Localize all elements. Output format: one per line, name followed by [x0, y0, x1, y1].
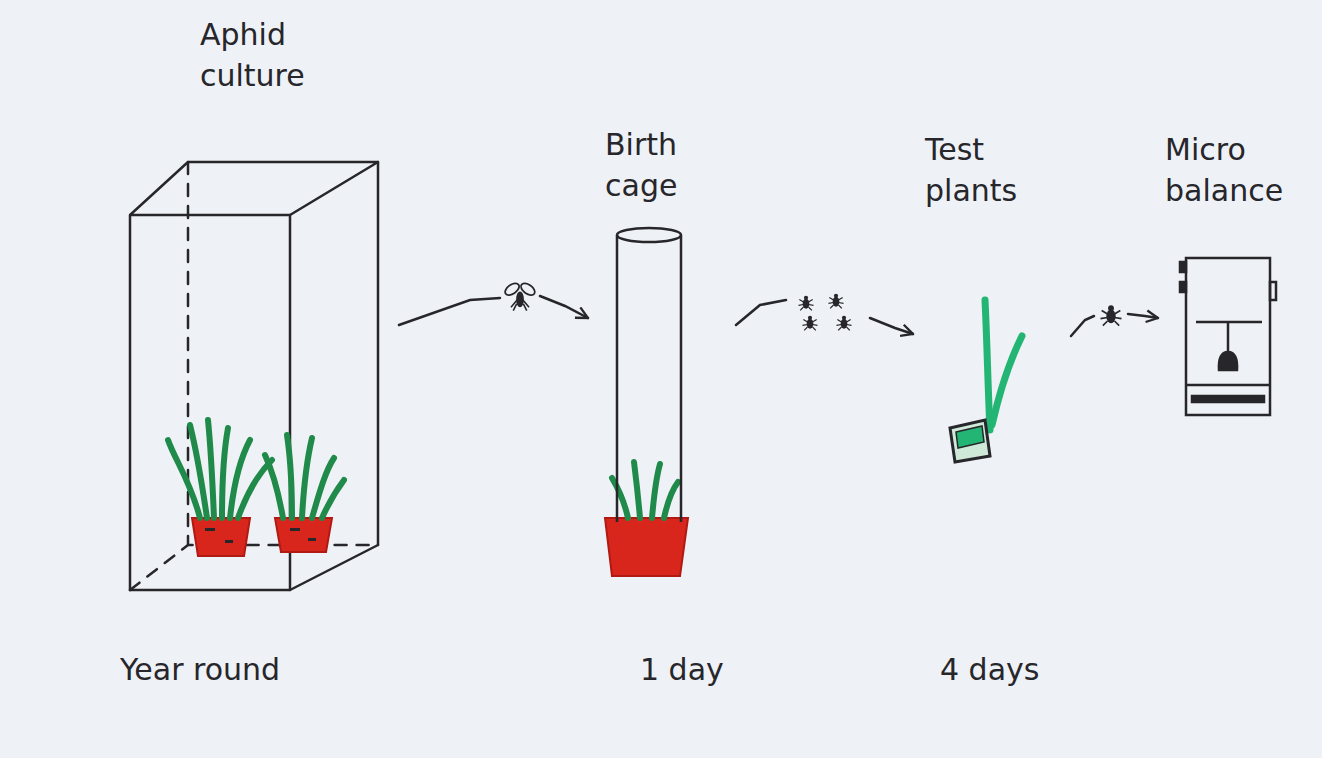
cage-top	[130, 162, 378, 590]
cage-edge	[377, 162, 380, 545]
stage-node: Aphid cultureYear round	[115, 10, 395, 710]
stage-heading: Micro balance	[1165, 130, 1315, 211]
pot-soil	[956, 426, 984, 448]
stage-node: Birth cage 1 day	[590, 120, 732, 710]
test-plant	[950, 300, 1022, 462]
duration-label: Year round	[120, 650, 390, 691]
stage-heading: Aphid culture	[200, 15, 390, 96]
cage-bottom	[130, 545, 378, 590]
pan-wire	[1227, 322, 1230, 355]
duration-label: 4 days	[940, 650, 1065, 691]
stage-node: Micro balance	[1160, 125, 1318, 425]
balance-knob	[1180, 282, 1186, 292]
seedling	[985, 300, 1022, 430]
plant-pot	[605, 518, 688, 576]
birth-tube	[605, 228, 688, 576]
balance-knob	[1180, 262, 1186, 272]
micro-balance	[1180, 258, 1276, 415]
stage-heading: Test plants	[925, 130, 1065, 211]
balance-knob	[1270, 282, 1276, 300]
balance-display	[1192, 396, 1264, 402]
balance-housing	[1186, 258, 1270, 415]
winged-aphid	[503, 280, 537, 312]
culture-plants	[168, 420, 344, 556]
pot-marks	[205, 528, 316, 543]
grass-leaves	[612, 462, 678, 518]
chamber-floor	[1186, 384, 1270, 387]
nymph-aphids	[792, 290, 864, 334]
flow-arrow	[399, 296, 588, 325]
duration-label: 1 day	[640, 650, 730, 691]
small-pot	[950, 420, 990, 462]
stage-heading: Birth cage	[605, 125, 730, 206]
glass-tube	[617, 228, 681, 522]
stage-node: Test plants 4 days	[915, 125, 1067, 710]
plant-pot	[275, 518, 332, 552]
aphid-cage	[130, 162, 378, 590]
balance-pan	[1219, 352, 1237, 370]
cage-back-bottom	[130, 545, 378, 590]
grown-aphid	[1098, 301, 1124, 327]
grass-leaves	[168, 420, 344, 518]
plant-pot	[192, 518, 250, 556]
